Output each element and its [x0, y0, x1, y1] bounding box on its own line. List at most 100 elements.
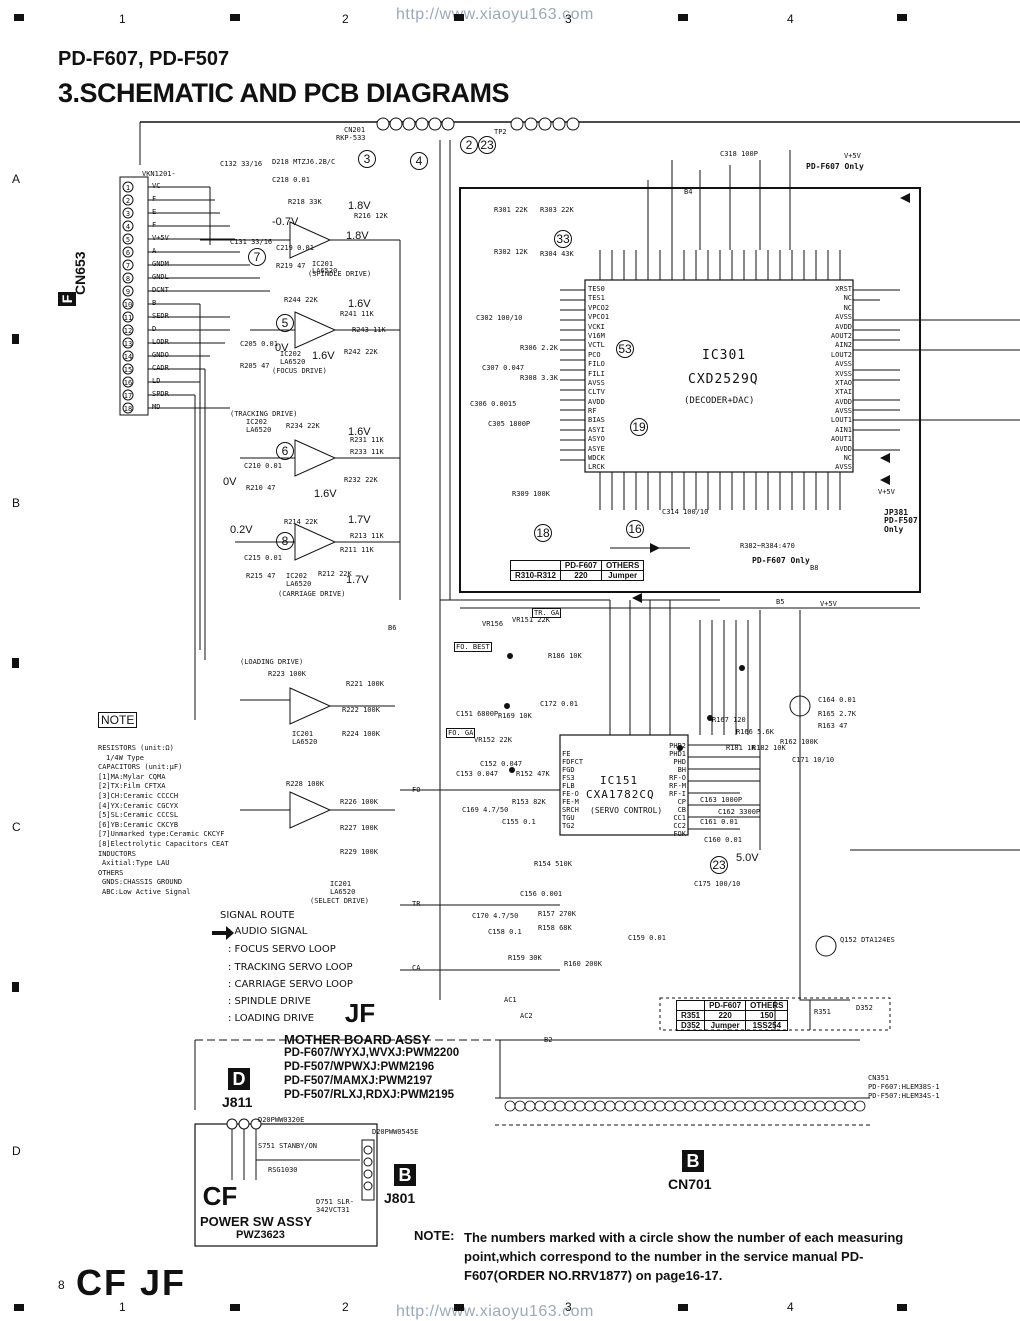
- signal-route-item: : LOADING DRIVE: [228, 1013, 315, 1024]
- ruler-mark: [12, 658, 19, 668]
- table-cell: 1SS254: [745, 1020, 789, 1031]
- measure-point: 23: [478, 136, 496, 154]
- ic151-pin: CC1: [673, 814, 686, 822]
- component-label: R165 2.7K: [818, 710, 856, 718]
- signal-label: TR: [412, 900, 421, 908]
- ruler-mark: [14, 14, 24, 21]
- component-label: R205 47: [240, 362, 270, 370]
- measure-point: 6: [276, 442, 294, 460]
- measure-point: 19: [630, 418, 648, 436]
- component-label: R382~R384:470: [740, 542, 795, 550]
- ruler-mark: [14, 1304, 24, 1311]
- ic151-pin: RF-I: [669, 790, 686, 798]
- component-label: R242 22K: [344, 348, 378, 356]
- component-label: R228 100K: [286, 780, 324, 788]
- ic301-pin: WDCK: [588, 454, 605, 463]
- component-label: R157 270K: [538, 910, 576, 918]
- measure-point: 53: [616, 340, 634, 358]
- svg-text:14: 14: [124, 353, 132, 361]
- measure-point: 16: [626, 520, 644, 538]
- column-2-bottom: 2: [342, 1300, 349, 1314]
- svg-text:5: 5: [126, 236, 130, 244]
- ic301-pin: AVDD: [835, 322, 852, 331]
- ic151-function: (SERVO CONTROL): [590, 806, 663, 815]
- cn653-pin: DCNT: [152, 286, 169, 294]
- component-label: R214 22K: [284, 518, 318, 526]
- voltage-label: 1.8V: [348, 200, 371, 212]
- opamp-ref: IC202: [246, 418, 268, 426]
- section-title: 3.SCHEMATIC AND PCB DIAGRAMS: [58, 78, 510, 108]
- measure-point: 3: [358, 150, 376, 168]
- svg-text:7: 7: [126, 262, 130, 270]
- measure-point: 4: [410, 152, 428, 170]
- table-cell: R351: [675, 1010, 706, 1021]
- ic301-pin: XRST: [835, 285, 852, 293]
- table-cell: Jumper: [704, 1020, 747, 1031]
- cn701-board-letter: B: [682, 1150, 704, 1172]
- ruler-mark: [897, 14, 907, 21]
- component-label: R229 100K: [340, 848, 378, 856]
- ruler-mark: [897, 1304, 907, 1311]
- cn653-pin: F: [152, 195, 157, 203]
- notes-line: ABC:Low Active Signal: [102, 887, 191, 896]
- vr-label: FO. BEST: [454, 642, 492, 652]
- row-b-label: B: [12, 496, 21, 510]
- mother-board-model: PD-F507/RLXJ,RDXJ:PWM2195: [284, 1089, 454, 1101]
- voltage-label: 1.7V: [346, 574, 369, 586]
- ic301-pin: AIN1: [835, 425, 852, 434]
- column-1-bottom: 1: [119, 1300, 126, 1314]
- ic301-pin: VCKI: [588, 322, 605, 331]
- bus-label: B6: [388, 624, 397, 632]
- ic301-pin: LOUT1: [830, 416, 852, 425]
- component-label: R152 47K: [516, 770, 550, 778]
- mother-board-model: PD-F607/WYXJ,WVXJ:PWM2200: [284, 1047, 460, 1059]
- component-label: C172 0.01: [540, 700, 578, 708]
- cn201-part: RKP-533: [336, 134, 366, 142]
- signal-route-title: SIGNAL ROUTE: [220, 910, 295, 921]
- watermark-url-bottom[interactable]: http://www.xiaoyu163.com: [396, 1303, 594, 1320]
- signal-route-item: : TRACKING SERVO LOOP: [228, 962, 353, 973]
- ic301-pin: ASYI: [588, 425, 605, 434]
- ic151-pin: PHD: [673, 758, 686, 766]
- cn351-variant: PD-F507:HLEM34S-1: [868, 1092, 940, 1100]
- ic301-pin: ASYO: [588, 435, 605, 444]
- ic301-pin: LRCK: [588, 463, 605, 472]
- ic301-pin: AVDD: [835, 444, 852, 453]
- ic301-pin: XTAO: [835, 378, 852, 387]
- component-label: C162 3300P: [718, 808, 761, 816]
- component-label: R302 12K: [494, 248, 528, 256]
- ic301-pin: LOUT2: [830, 350, 852, 359]
- cn653-pin: SPDR: [152, 390, 169, 398]
- footer-note-text: The numbers marked with a circle show th…: [464, 1230, 904, 1283]
- notes-line: [3]CH:Ceramic CCCCH: [98, 791, 179, 800]
- component-label: R231 11K: [350, 436, 384, 444]
- component-label: R222 100K: [342, 706, 380, 714]
- ic301-pin: AVDD: [835, 397, 852, 406]
- ic301-ref: IC301: [702, 348, 747, 363]
- voltage-label: 1.6V: [348, 298, 371, 310]
- component-label: C169 4.7/50: [462, 806, 509, 814]
- voltage-label: 1.6V: [314, 488, 337, 500]
- notes-title: NOTE: [98, 712, 138, 728]
- opamp-part: LA6520: [330, 888, 356, 896]
- table-header: [675, 1000, 706, 1011]
- watermark-url-top[interactable]: http://www.xiaoyu163.com: [396, 6, 594, 23]
- footer-board-letters: CF JF: [76, 1262, 187, 1303]
- vr-label: TR. GA: [532, 608, 562, 618]
- ic151-pin: CC2: [673, 822, 686, 830]
- component-label: VR156: [482, 620, 504, 628]
- svg-text:13: 13: [124, 340, 132, 348]
- ruler-mark: [12, 982, 19, 992]
- component-label: C306 0.0015: [470, 400, 517, 408]
- component-label: C155 0.1: [502, 818, 536, 826]
- column-3-bottom: 3: [565, 1300, 572, 1314]
- notes-line: CAPACITORS (unit:µF): [98, 763, 183, 772]
- opamp-ref: IC202: [286, 572, 308, 580]
- component-label: C161 0.01: [700, 818, 738, 826]
- ic301-pin: ASYE: [588, 444, 605, 453]
- component-label: C131 33/16: [230, 238, 273, 246]
- cn351-variant: PD-F607:HLEM38S-1: [868, 1083, 940, 1091]
- measure-point: 7: [248, 248, 266, 266]
- component-label: R241 11K: [340, 310, 374, 318]
- component-label: R303 22K: [540, 206, 574, 214]
